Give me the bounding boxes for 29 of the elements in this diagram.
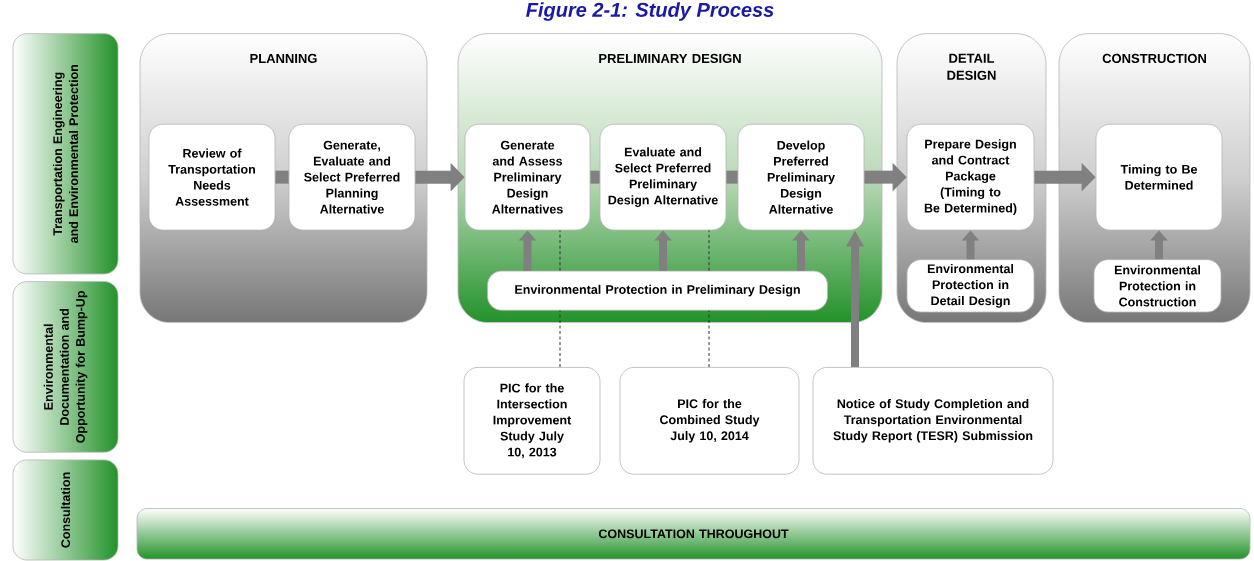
- lane-label: Environmental Documentation and Opportunity for Bump-Up: [12, 281, 119, 453]
- connector-bar: [275, 170, 289, 184]
- process-box: Generate and Assess Preliminary Design Alternatives: [464, 123, 591, 231]
- process-box: Environmental Protection in Preliminary Design: [487, 270, 828, 311]
- dashed-line: [708, 310, 710, 368]
- process-box: Prepare Design and Contract Package (Timing to Be Determined): [906, 123, 1035, 231]
- connector-bar: [726, 170, 738, 184]
- phase-heading: CONSTRUCTION: [1102, 53, 1206, 64]
- dashed-line: [708, 229, 710, 272]
- phase-heading: DETAIL DESIGN: [947, 53, 996, 80]
- consultation-band: CONSULTATION THROUGHOUT: [136, 508, 1251, 560]
- process-box: Evaluate and Select Preferred Preliminary Design Alternative: [599, 123, 727, 231]
- lane-label: Consultation: [12, 459, 119, 561]
- process-box: Generate, Evaluate and Select Preferred Planning Alternative: [288, 123, 416, 231]
- process-box: Develop Preferred Preliminary Design Alternative: [737, 123, 865, 231]
- phase-heading: PLANNING: [250, 53, 317, 64]
- phase-heading: PRELIMINARY DESIGN: [599, 53, 741, 64]
- process-box: Notice of Study Completion and Transportation Environmental Study Report (TESR) Submission: [812, 367, 1054, 475]
- connector-bar: [590, 170, 600, 184]
- dashed-line: [559, 310, 561, 368]
- process-box: PIC for the Combined Study July 10, 2014: [619, 367, 800, 475]
- process-box: Review of Transportation Needs Assessment: [148, 123, 276, 231]
- process-box: Environmental Protection in Detail Design: [906, 259, 1035, 313]
- process-box: Environmental Protection in Construction: [1093, 259, 1222, 313]
- process-box: Timing to Be Determined: [1095, 123, 1223, 231]
- lane-label: Transportation Engineering and Environmental Protection: [12, 33, 119, 275]
- process-box: PIC for the Intersection Improvement Study July 10, 2013: [463, 367, 601, 475]
- dashed-line: [559, 229, 561, 272]
- figure-title: Figure 2-1: Study Process: [526, 2, 774, 21]
